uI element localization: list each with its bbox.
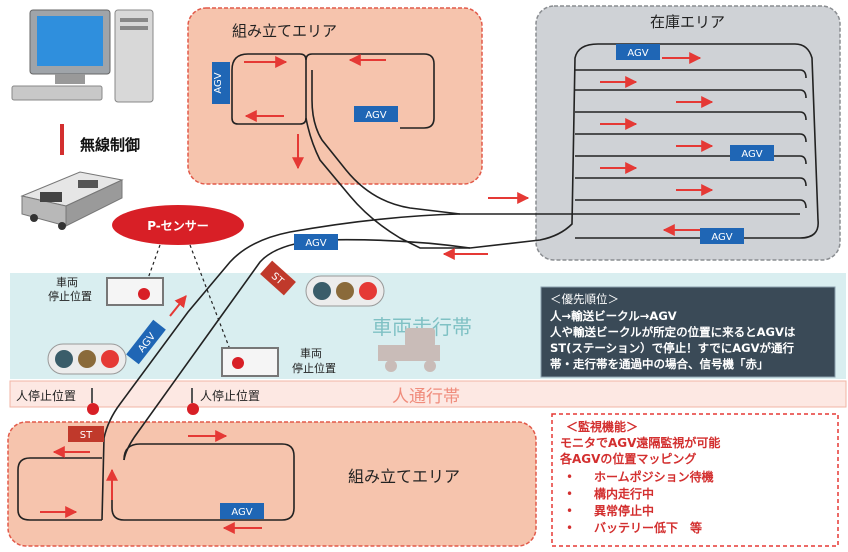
priority-box-title: ＜優先順位＞ — [550, 292, 619, 306]
stop-sensor-dot-2 — [232, 357, 244, 369]
agv-badge-stock-2: AGV — [730, 145, 774, 161]
assembly-area-top — [187, 7, 483, 185]
agv-badge-stock-1: AGV — [616, 44, 660, 60]
computer-icon — [11, 9, 154, 103]
agv-badge-stock-3: AGV — [700, 228, 744, 244]
sensor-dash-1 — [144, 244, 161, 285]
svg-text:AGV: AGV — [231, 507, 252, 518]
monitor-bullet-item-4: バッテリー低下 等 — [594, 520, 702, 535]
monitor-bullet-2: • — [566, 487, 573, 501]
priority-box-line-4: 帯・走行帯を通過中の場合、信号機「赤」 — [550, 357, 769, 371]
monitor-bullet-item-3: 異常停止中 — [594, 503, 654, 518]
monitor-bullet-4: • — [566, 521, 573, 535]
wireless-control-label: 無線制御 — [80, 136, 140, 154]
assembly-area-bottom — [7, 421, 537, 547]
vehicle-stop-label-2a: 車両 — [300, 346, 322, 360]
monitor-box — [551, 413, 839, 547]
person-lane-label: 人通行帯 — [392, 387, 460, 407]
svg-text:AGV: AGV — [627, 48, 648, 59]
agv-badge-top-center: AGV — [354, 106, 398, 122]
vehicle-stop-box-1 — [106, 277, 164, 306]
person-stop-label-1: 人停止位置 — [16, 388, 76, 403]
priority-box-line-3: ST(ステーション）で停止！すでにAGVが通行 — [550, 341, 795, 355]
svg-text:AGV: AGV — [213, 72, 224, 93]
vehicle-stop-label-1b: 停止位置 — [48, 289, 92, 303]
priority-box-line-1: 人→輸送ビークル→AGV — [550, 309, 677, 323]
station-badge-2: ST — [68, 426, 104, 442]
agv-track-lines — [17, 43, 819, 521]
traffic-light-2 — [47, 343, 127, 375]
vehicle-stop-label-2b: 停止位置 — [292, 361, 336, 375]
stock-area-title: 在庫エリア — [650, 13, 725, 31]
agv-vehicle-icon — [20, 171, 124, 230]
assembly-area-bottom-title: 組み立てエリア — [348, 467, 460, 486]
agv-badge-mid: AGV — [294, 234, 338, 250]
person-stop-dot-2 — [187, 403, 199, 415]
station-badge-1: ST — [260, 260, 296, 296]
person-stop-dot-1 — [87, 403, 99, 415]
priority-box — [540, 286, 836, 378]
monitor-bullet-item-1: ホームポジション待機 — [594, 469, 714, 484]
monitor-bullet-3: • — [566, 504, 573, 518]
person-lane-band — [9, 380, 847, 408]
vehicle-stop-box-2 — [221, 347, 279, 377]
monitor-box-title: ＜監視機能＞ — [566, 419, 638, 434]
p-sensor-label: P-センサー — [147, 219, 209, 233]
svg-text:AGV: AGV — [741, 149, 762, 160]
vehicle-stop-label-1a: 車両 — [56, 275, 78, 289]
agv-badge-bottom: AGV — [220, 503, 264, 519]
sensor-dash-2 — [189, 244, 236, 361]
monitor-box-line-1: モニタでAGV遠隔監視が可能 — [560, 435, 720, 450]
person-stop-label-2: 人停止位置 — [200, 388, 260, 403]
monitor-bullet-item-2: 構内走行中 — [594, 486, 654, 501]
svg-text:AGV: AGV — [365, 110, 386, 121]
agv-badge-top-vertical: AGV — [212, 62, 230, 104]
truck-icon — [378, 328, 440, 372]
traffic-light-1 — [305, 275, 385, 307]
monitor-box-line-2: 各AGVの位置マッピング — [559, 451, 696, 466]
p-sensor-oval — [112, 205, 244, 245]
svg-text:AGV: AGV — [305, 238, 326, 249]
svg-text:ST: ST — [80, 430, 93, 441]
stop-sensor-dot-1 — [138, 288, 150, 300]
svg-text:AGV: AGV — [711, 232, 732, 243]
monitor-bullet-1: • — [566, 470, 573, 484]
assembly-area-top-title: 組み立てエリア — [232, 22, 337, 40]
priority-box-line-2: 人や輸送ビークルが所定の位置に来るとAGVは — [550, 325, 796, 339]
direction-arrows — [40, 52, 714, 534]
